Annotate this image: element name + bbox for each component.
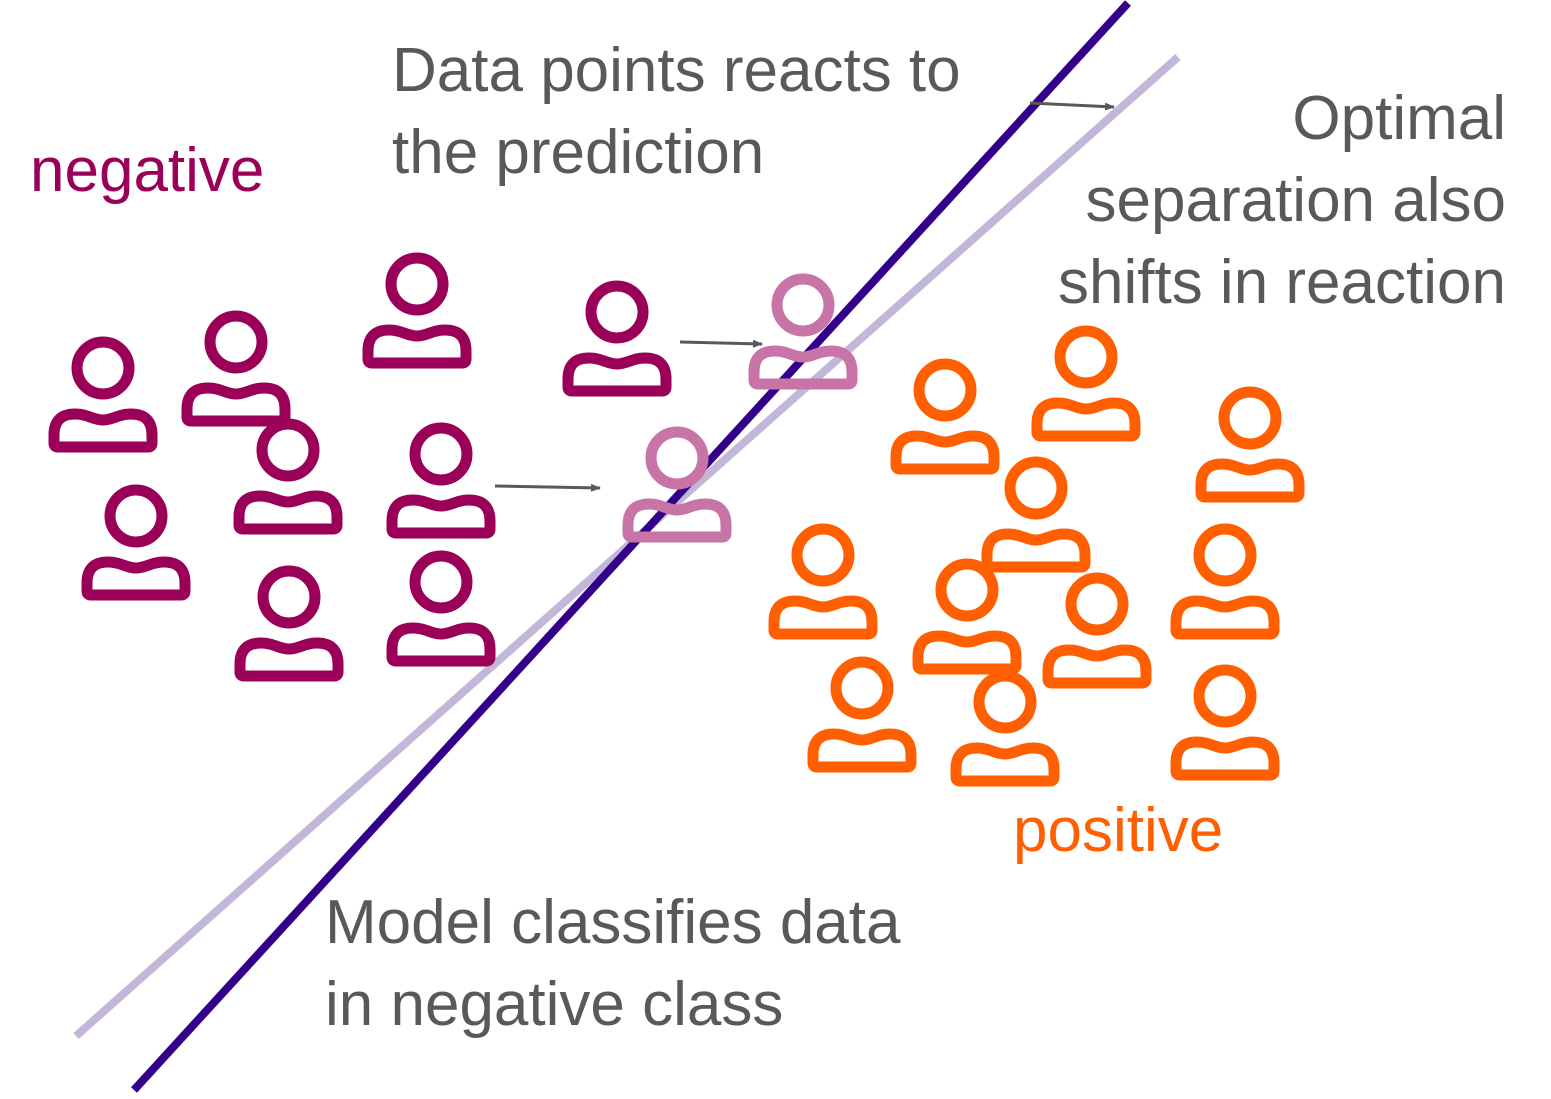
reacts-annotation-line1: Data points reacts to	[392, 36, 961, 105]
person-icon-positive	[950, 670, 1060, 787]
annotation-arrow	[1029, 101, 1115, 111]
person-icon-positive	[807, 656, 917, 773]
person-icon-negative	[234, 565, 344, 682]
person-icon-moved	[622, 426, 732, 543]
person-icon-negative	[81, 484, 191, 601]
person-icon-negative	[562, 280, 672, 397]
model-annotation: Model classifies data in negative class	[325, 882, 901, 1046]
reacts-annotation-line2: the prediction	[392, 118, 765, 187]
person-icon-positive	[1170, 664, 1280, 781]
person-icon-positive	[1195, 386, 1305, 503]
person-icon-negative	[386, 422, 496, 539]
person-icon-moved	[748, 273, 858, 390]
person-icon-positive	[768, 523, 878, 640]
positive-class-label: positive	[1013, 796, 1224, 865]
person-icon-negative	[386, 550, 496, 667]
reacts-annotation: Data points reacts to the prediction	[392, 30, 961, 194]
person-icon-negative	[233, 418, 343, 535]
person-icon-positive	[981, 456, 1091, 573]
person-icon-negative	[362, 252, 472, 369]
person-icon-positive	[890, 358, 1000, 475]
person-icon-positive	[912, 558, 1022, 675]
optimal-annotation-line1: Optimal	[1292, 84, 1506, 153]
person-icon-positive	[1170, 523, 1280, 640]
optimal-annotation: Optimal separation also shifts in reacti…	[1058, 78, 1506, 324]
person-icon-negative	[181, 310, 291, 427]
reaction-arrow	[679, 339, 763, 348]
model-annotation-line2: in negative class	[325, 970, 784, 1039]
person-icon-positive	[1042, 572, 1152, 689]
negative-class-label: negative	[30, 136, 265, 205]
person-icon-positive	[1031, 325, 1141, 442]
model-decision-line	[131, 0, 1131, 1093]
optimal-annotation-line2: separation also	[1085, 166, 1507, 235]
model-annotation-line1: Model classifies data	[325, 888, 901, 957]
person-icon-negative	[48, 336, 158, 453]
optimal-annotation-line3: shifts in reaction	[1058, 248, 1506, 317]
reaction-arrow	[494, 483, 601, 492]
